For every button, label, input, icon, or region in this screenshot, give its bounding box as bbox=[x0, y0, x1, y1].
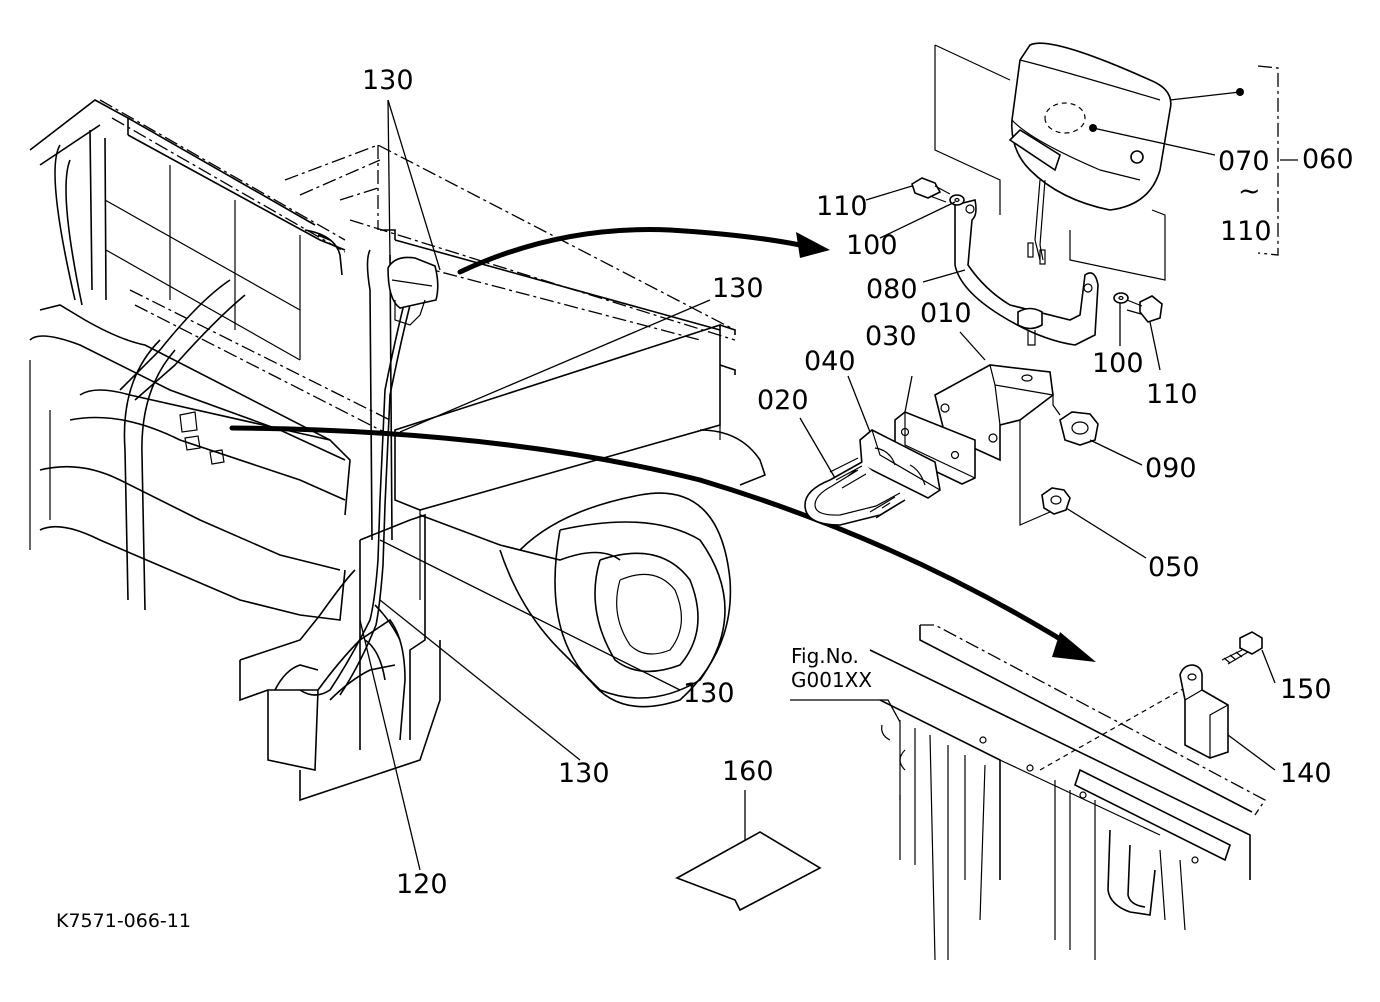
callout-range-symbol: ~ bbox=[1238, 176, 1261, 207]
frame-detail bbox=[790, 624, 1276, 961]
callout-130-low1: 130 bbox=[683, 678, 735, 709]
callout-110-left: 110 bbox=[816, 191, 868, 222]
callout-labels: 130 130 130 130 120 160 110 100 080 010 … bbox=[56, 65, 1354, 932]
callout-090: 090 bbox=[1145, 453, 1197, 484]
callout-030: 030 bbox=[865, 321, 917, 352]
work-light-assembly bbox=[799, 42, 1298, 559]
callout-040: 040 bbox=[804, 346, 856, 377]
callout-010: 010 bbox=[920, 298, 972, 329]
callout-060: 060 bbox=[1302, 144, 1354, 175]
vehicle-illustration bbox=[29, 99, 766, 802]
callout-050: 050 bbox=[1148, 552, 1200, 583]
left-leaders bbox=[359, 99, 711, 871]
callout-160: 160 bbox=[722, 756, 774, 787]
callout-110-right: 110 bbox=[1146, 379, 1198, 410]
callout-110-range: 110 bbox=[1220, 216, 1272, 247]
callout-100-left: 100 bbox=[846, 230, 898, 261]
callout-arrows bbox=[229, 227, 1096, 662]
callout-080: 080 bbox=[866, 274, 918, 305]
callout-140: 140 bbox=[1280, 758, 1332, 789]
callout-150: 150 bbox=[1280, 674, 1332, 705]
decal-sheet bbox=[675, 790, 822, 912]
callout-130-top: 130 bbox=[362, 65, 414, 96]
figure-ref-line1: Fig.No. bbox=[791, 644, 859, 668]
callout-130-mid: 130 bbox=[712, 273, 764, 304]
figure-ref-line2: G001XX bbox=[791, 668, 872, 692]
drawing-code: K7571-066-11 bbox=[56, 910, 191, 932]
callout-020: 020 bbox=[757, 385, 809, 416]
callout-130-low2: 130 bbox=[558, 758, 610, 789]
callout-100-right: 100 bbox=[1092, 348, 1144, 379]
callout-070: 070 bbox=[1218, 146, 1270, 177]
callout-120: 120 bbox=[396, 869, 448, 900]
